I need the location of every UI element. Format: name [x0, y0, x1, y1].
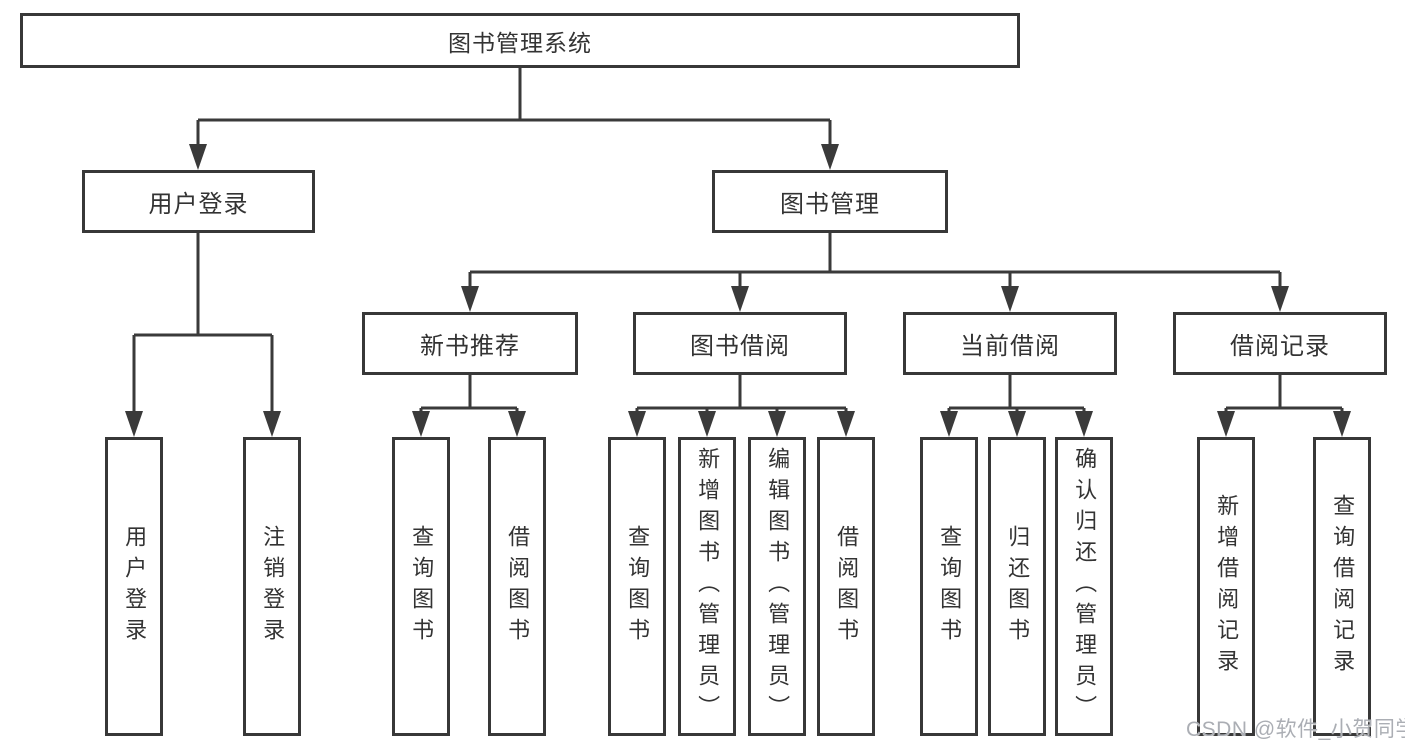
node-root: 图书管理系统 [20, 13, 1020, 68]
arrowhead-icon [1001, 286, 1019, 312]
node-book-management-label: 图书管理 [780, 191, 880, 218]
leaf-newbook-query-book: 查询图书 [392, 437, 450, 736]
leaf-records-query-record-label: 查询借阅记录 [1330, 493, 1356, 680]
node-book-borrow: 图书借阅 [633, 312, 847, 375]
leaf-logout-label: 注销登录 [260, 524, 286, 649]
leaf-current-query-book-label: 查询图书 [937, 524, 963, 649]
arrowhead-icon [1333, 411, 1351, 437]
leaf-records-add-record-label: 新增借阅记录 [1214, 493, 1240, 680]
leaf-borrow-edit-book-admin: 编辑图书（管理员） [748, 437, 806, 736]
leaf-user-login: 用户登录 [105, 437, 163, 736]
node-book-borrow-label: 图书借阅 [690, 333, 790, 360]
arrowhead-icon [461, 286, 479, 312]
connector-path [132, 68, 1344, 433]
arrowhead-icons [125, 144, 1351, 437]
leaf-borrow-add-book-admin-label: 新增图书（管理员） [695, 447, 721, 726]
node-user-login: 用户登录 [82, 170, 315, 233]
leaf-current-confirm-return-admin: 确认归还（管理员） [1055, 437, 1113, 736]
arrowhead-icon [731, 286, 749, 312]
leaf-borrow-add-book-admin: 新增图书（管理员） [678, 437, 736, 736]
node-current-borrow-label: 当前借阅 [960, 333, 1060, 360]
arrowhead-icon [508, 411, 526, 437]
arrowhead-icon [1075, 411, 1093, 437]
arrowhead-icon [189, 144, 207, 170]
leaf-records-query-record: 查询借阅记录 [1313, 437, 1371, 736]
leaf-user-login-label: 用户登录 [122, 524, 148, 649]
node-book-management: 图书管理 [712, 170, 948, 233]
leaf-borrow-query-book: 查询图书 [608, 437, 666, 736]
arrowhead-icon [768, 411, 786, 437]
node-root-label: 图书管理系统 [448, 29, 592, 56]
leaf-newbook-borrow-book-label: 借阅图书 [505, 524, 531, 649]
leaf-logout: 注销登录 [243, 437, 301, 736]
leaf-newbook-query-book-label: 查询图书 [409, 524, 435, 649]
leaf-records-add-record: 新增借阅记录 [1197, 437, 1255, 736]
node-new-book-recommend: 新书推荐 [362, 312, 578, 375]
leaf-borrow-edit-book-admin-label: 编辑图书（管理员） [765, 447, 791, 726]
node-current-borrow: 当前借阅 [903, 312, 1117, 375]
leaf-newbook-borrow-book: 借阅图书 [488, 437, 546, 736]
arrowhead-icon [821, 144, 839, 170]
leaf-borrow-borrow-book: 借阅图书 [817, 437, 875, 736]
arrowhead-icon [1217, 411, 1235, 437]
watermark: CSDN @软件_小贺同学 [1186, 718, 1405, 741]
arrowhead-icon [263, 411, 281, 437]
node-user-login-label: 用户登录 [148, 191, 249, 218]
arrowhead-icon [628, 411, 646, 437]
leaf-current-return-book: 归还图书 [988, 437, 1046, 736]
arrowhead-icon [940, 411, 958, 437]
arrowhead-icon [125, 411, 143, 437]
leaf-current-query-book: 查询图书 [920, 437, 978, 736]
leaf-current-confirm-return-admin-label: 确认归还（管理员） [1072, 447, 1098, 726]
arrowhead-icon [1271, 286, 1289, 312]
arrowhead-icon [837, 411, 855, 437]
leaf-current-return-book-label: 归还图书 [1005, 524, 1031, 649]
node-new-book-recommend-label: 新书推荐 [420, 333, 520, 360]
node-borrow-records-label: 借阅记录 [1230, 333, 1330, 360]
leaf-borrow-query-book-label: 查询图书 [625, 524, 651, 649]
arrowhead-icon [698, 411, 716, 437]
arrowhead-icon [1008, 411, 1026, 437]
leaf-borrow-borrow-book-label: 借阅图书 [834, 524, 860, 649]
node-borrow-records: 借阅记录 [1173, 312, 1387, 375]
arrowhead-icon [412, 411, 430, 437]
